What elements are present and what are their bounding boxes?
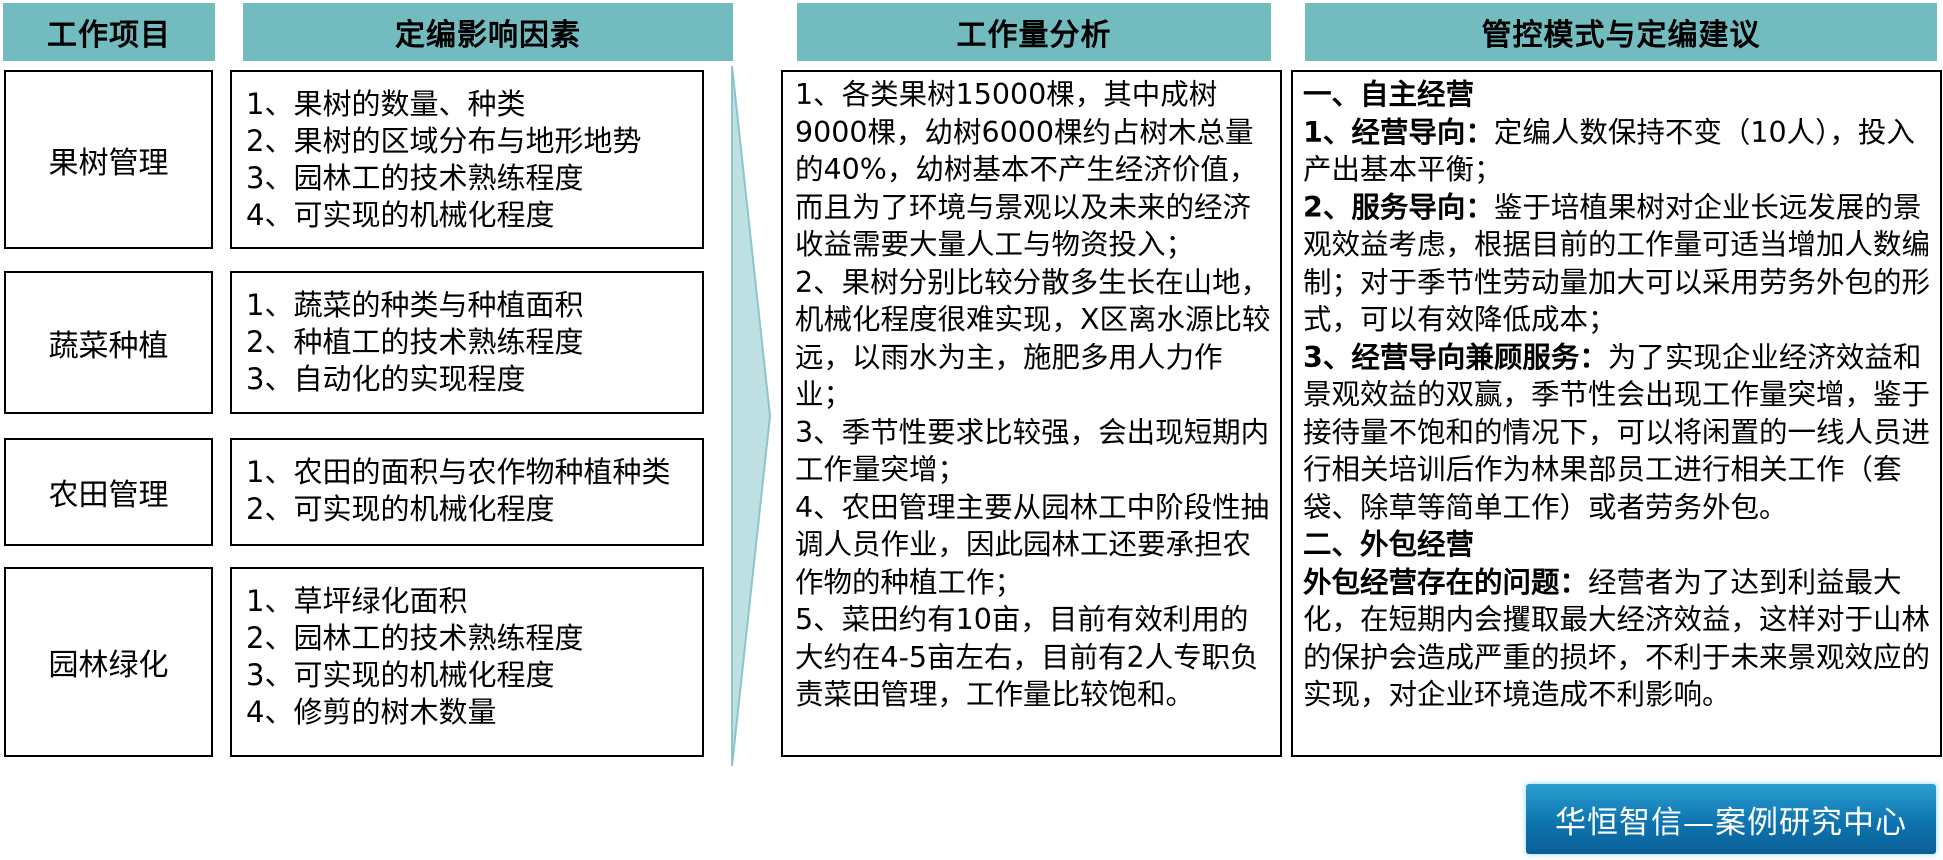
factors-farmland: 1、农田的面积与农作物种植种类 2、可实现的机械化程度 <box>230 438 704 546</box>
factor-line: 2、果树的区域分布与地形地势 <box>246 124 642 158</box>
point-label: 1、经营导向： <box>1303 115 1494 149</box>
factor-line: 2、园林工的技术熟练程度 <box>246 621 584 655</box>
suggestion-point: 1、经营导向：定编人数保持不变（10人），投入产出基本平衡； <box>1303 114 1936 189</box>
point-label: 3、经营导向兼顾服务： <box>1303 340 1608 374</box>
factors-landscaping: 1、草坪绿化面积 2、园林工的技术熟练程度 3、可实现的机械化程度 4、修剪的树… <box>230 567 704 757</box>
analysis-point: 1、各类果树15000棵，其中成树9000棵，幼树6000棵约占树木总量的40%… <box>795 78 1258 261</box>
section-title-outsourcing: 二、外包经营 <box>1303 528 1475 561</box>
factor-line: 2、种植工的技术熟练程度 <box>246 325 584 359</box>
point-text: 定编人数保持不变（10人），投入产出基本平衡； <box>1303 115 1915 187</box>
analysis-point: 3、季节性要求比较强，会出现短期内工作量突增； <box>795 415 1270 487</box>
point-label: 2、服务导向： <box>1303 190 1494 224</box>
suggestion-point: 外包经营存在的问题：经营者为了达到利益最大化，在短期内会攫取最大经济效益，这样对… <box>1303 564 1936 714</box>
suggestion-point: 3、经营导向兼顾服务：为了实现企业经济效益和景观效益的双赢，季节性会出现工作量突… <box>1303 339 1936 527</box>
factors-fruit-trees: 1、果树的数量、种类 2、果树的区域分布与地形地势 3、园林工的技术熟练程度 4… <box>230 70 704 249</box>
section-title-self-operation: 一、自主经营 <box>1303 78 1475 111</box>
point-text: 为了实现企业经济效益和景观效益的双赢，季节性会出现工作量突增，鉴于接待量不饱和的… <box>1303 340 1931 524</box>
factor-line: 3、园林工的技术熟练程度 <box>246 161 584 195</box>
work-item-fruit-trees: 果树管理 <box>4 70 213 249</box>
work-item-landscaping: 园林绿化 <box>4 567 213 757</box>
factors-vegetables: 1、蔬菜的种类与种植面积 2、种植工的技术熟练程度 3、自动化的实现程度 <box>230 271 704 414</box>
header-work-item: 工作项目 <box>3 3 215 61</box>
header-factors: 定编影响因素 <box>243 3 733 61</box>
chevron-arrow-icon <box>731 66 772 766</box>
analysis-panel: 1、各类果树15000棵，其中成树9000棵，幼树6000棵约占树木总量的40%… <box>781 70 1282 757</box>
company-logo: 华恒智信—案例研究中心 <box>1526 784 1936 854</box>
factor-line: 3、自动化的实现程度 <box>246 362 526 396</box>
suggestion-point: 2、服务导向：鉴于培植果树对企业长远发展的景观效益考虑，根据目前的工作量可适当增… <box>1303 189 1936 339</box>
factor-line: 1、农田的面积与农作物种植种类 <box>246 455 671 489</box>
factor-line: 4、可实现的机械化程度 <box>246 198 555 232</box>
header-suggestion: 管控模式与定编建议 <box>1305 3 1937 61</box>
factor-line: 1、蔬菜的种类与种植面积 <box>246 288 584 322</box>
factor-line: 1、果树的数量、种类 <box>246 87 526 121</box>
work-item-vegetables: 蔬菜种植 <box>4 271 213 414</box>
suggestion-panel: 一、自主经营 1、经营导向：定编人数保持不变（10人），投入产出基本平衡； 2、… <box>1291 70 1942 757</box>
analysis-point: 5、菜田约有10亩，目前有效利用的大约在4-5亩左右，目前有2人专职负责菜田管理… <box>795 603 1259 711</box>
header-analysis: 工作量分析 <box>797 3 1271 61</box>
factor-line: 3、可实现的机械化程度 <box>246 658 555 692</box>
factor-line: 4、修剪的树木数量 <box>246 695 497 729</box>
analysis-point: 2、果树分别比较分散多生长在山地，机械化程度很难实现，X区离水源比较远，以雨水为… <box>795 265 1271 412</box>
factor-line: 1、草坪绿化面积 <box>246 584 468 618</box>
factor-line: 2、可实现的机械化程度 <box>246 492 555 526</box>
work-item-farmland: 农田管理 <box>4 438 213 546</box>
point-label: 外包经营存在的问题： <box>1303 565 1589 599</box>
analysis-point: 4、农田管理主要从园林工中阶段性抽调人员作业，因此园林工还要承担农作物的种植工作… <box>795 490 1270 599</box>
point-text: 鉴于培植果树对企业长远发展的景观效益考虑，根据目前的工作量可适当增加人数编制；对… <box>1303 190 1931 337</box>
point-text: 经营者为了达到利益最大化，在短期内会攫取最大经济效益，这样对于山林的保护会造成严… <box>1303 565 1931 712</box>
